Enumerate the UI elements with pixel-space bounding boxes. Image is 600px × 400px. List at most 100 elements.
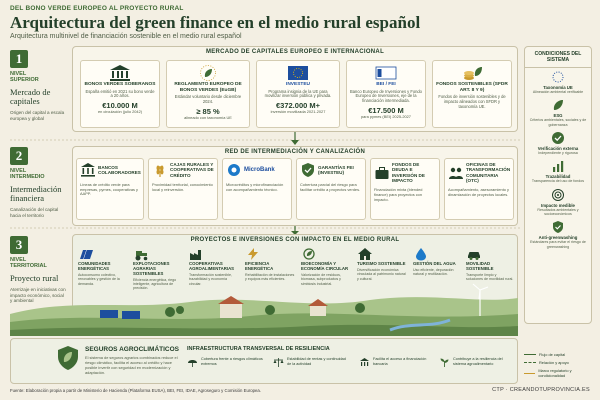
card-sub: en circulación (julio 2042) <box>97 109 143 115</box>
card-title: EFICIENCIA ENERGÉTICA <box>245 261 274 271</box>
card-sustainable-farms: EXPLOTACIONES AGRARIAS SOSTENIBLES Efici… <box>131 245 186 293</box>
lightning-icon <box>248 248 258 260</box>
card-impact-funds: FONDOS DE DEUDA E INVERSIÓN DE IMPACTO F… <box>370 158 440 220</box>
card-title: BEI / FEI <box>376 82 396 87</box>
eu-stars-icon <box>552 71 564 83</box>
target-icon <box>552 188 564 201</box>
condition-esg: ESG Criterios ambientales, sociales y de… <box>525 96 591 129</box>
card-desc: Transformación sostenible, trazabilidad … <box>189 272 233 286</box>
card-agrifood-coops: COOPERATIVAS AGROALIMENTARIAS Transforma… <box>187 245 242 288</box>
card-value: ≥ 85 % <box>196 106 220 116</box>
level-title: Intermediación financiera <box>10 183 62 203</box>
condition-traceability: Trazabilidad Transparencia del uso de fo… <box>525 157 591 185</box>
tractor-icon <box>135 251 148 261</box>
level-tag: NIVEL TERRITORIAL <box>10 257 47 270</box>
card-partner-banks: BANCOS COLABORADORES Líneas de crédito v… <box>76 158 144 220</box>
recycle-leaf-icon <box>303 248 315 260</box>
condition-desc: Estándares para evitar el riesgo de gree… <box>530 240 586 249</box>
card-energy-efficiency: EFICIENCIA ENERGÉTICA Rehabilitación de … <box>243 245 298 284</box>
card-title: COMUNIDADES ENERGÉTICAS <box>78 261 111 271</box>
card-desc: Uso eficiente, depuración natural y reut… <box>413 267 454 277</box>
card-sustainable-tourism: TURISMO SOSTENIBLE Diversificación econó… <box>355 245 410 283</box>
card-investeu: INVESTEU Programa insignia de la UE para… <box>256 60 340 128</box>
card-title: MOVILIDAD SOSTENIBLE <box>466 261 494 271</box>
card-title: GESTIÓN DEL AGUA <box>413 261 456 266</box>
credit: CTP · CREANDOTUPROVINCIA.ES <box>492 387 590 393</box>
shield-check-icon <box>553 221 563 234</box>
condition-label: Taxonomía UE <box>543 85 573 90</box>
coins-leaf-icon <box>464 67 482 80</box>
card-value: €10.000 M <box>102 101 138 111</box>
card-title: INVESTEU <box>286 82 310 87</box>
shield-icon <box>302 163 314 177</box>
flow-arrows-1 <box>291 132 299 145</box>
legend-swatch <box>524 362 536 363</box>
level-title: Proyecto rural <box>10 272 59 283</box>
leaf-stars-icon <box>200 65 216 81</box>
infra-item-2: Estabilidad de rentas y continuidad de l… <box>273 357 351 368</box>
condition-label: Anti-greenwashing <box>538 235 578 241</box>
legend-item-capital-flow: Flujo de capital <box>524 352 596 357</box>
card-desc: Programa insignia de la UE para moviliza… <box>264 88 332 99</box>
infra-text: Estabilidad de rentas y continuidad de l… <box>287 357 346 366</box>
intermediation-panel <box>72 146 518 226</box>
card-desc: Microcréditos y microfinanciación con ac… <box>226 182 284 192</box>
solar-panel-icon <box>80 249 93 260</box>
level-number: 2 <box>10 147 28 165</box>
card-value: €17.500 M <box>368 106 404 116</box>
legend-label: Marco regulatorio y condicionalidad <box>538 368 572 378</box>
car-icon <box>468 252 480 260</box>
condition-desc: Alineación ambiental verificable <box>532 90 584 94</box>
card-desc: Valorización de residuos, biomasa, subpr… <box>301 272 341 286</box>
flow-arrows-2 <box>291 226 299 235</box>
page-subtitle: Arquitectura multinivel de financiación … <box>10 33 242 40</box>
legend: Flujo de capital Relación y apoyo Marco … <box>524 352 596 381</box>
source-note: Fuente: Elaboración propia a partir de M… <box>10 388 262 393</box>
card-rural-banks: CAJAS RURALES Y COOPERATIVAS DE CRÉDITO … <box>148 158 218 220</box>
level-2: 2 NIVEL INTERMEDIO Intermediación financ… <box>10 147 66 219</box>
card-title: COOPERATIVAS AGROALIMENTARIAS <box>189 261 235 271</box>
insurance-desc: El sistema de seguros agrarios combinado… <box>85 355 178 375</box>
section-heading-capital: MERCADO DE CAPITALES EUROPEO E INTERNACI… <box>205 49 385 55</box>
card-desc: Estándar voluntario desde diciembre 2024… <box>174 94 242 104</box>
legend-label: Relación y apoyo <box>539 360 569 365</box>
bar-chart-icon <box>553 161 564 173</box>
card-title: BONOS VERDES SOBERANOS <box>84 82 156 87</box>
insurance-title: SEGUROS AGROCLIMÁTICOS <box>85 346 180 353</box>
card-desc: Cobertura parcial del riesgo para facili… <box>300 182 361 192</box>
card-bioeconomy: BIOECONOMÍA Y ECONOMÍA CIRCULAR Valoriza… <box>299 245 354 288</box>
rural-landscape-illustration <box>10 283 518 336</box>
card-desc: Financiación mixta (blended finance) par… <box>374 187 423 202</box>
card-water-management: GESTIÓN DEL AGUA Uso eficiente, depuraci… <box>411 245 463 279</box>
card-desc: Transporte limpio y soluciones de movili… <box>466 272 514 282</box>
card-fei-guarantees: GARANTÍAS FEI (INVESTEU) Cobertura parci… <box>296 158 366 220</box>
card-title: GARANTÍAS FEI (INVESTEU) <box>318 164 354 175</box>
card-title: MicroBank <box>244 166 275 173</box>
condition-desc: Criterios ambientales, sociales y de gob… <box>529 118 587 127</box>
level-tag: NIVEL INTERMEDIO <box>10 168 45 181</box>
people-icon <box>449 167 463 179</box>
card-title: EXPLOTACIONES AGRARIAS SOSTENIBLES <box>133 261 170 276</box>
card-title: BIOECONOMÍA Y ECONOMÍA CIRCULAR <box>301 261 349 271</box>
card-title: BANCOS COLABORADORES <box>98 164 141 175</box>
level-tag: NIVEL SUPERIOR <box>10 71 39 84</box>
level-title: Mercado de capitales <box>10 86 51 106</box>
condition-anti-greenwashing: Anti-greenwashing Estándares para evitar… <box>525 218 591 251</box>
card-sub: alineado con taxonomía UE <box>184 114 232 120</box>
briefcase-icon <box>375 166 389 179</box>
shield-leaf-icon <box>58 346 78 370</box>
factory-icon <box>190 250 201 260</box>
legend-label: Flujo de capital <box>539 352 566 357</box>
microbank-logo-icon <box>228 164 240 176</box>
card-energy-communities: COMUNIDADES ENERGÉTICAS Autoconsumo cole… <box>76 245 130 288</box>
house-icon <box>358 248 372 260</box>
condition-taxonomy: Taxonomía UE Alineación ambiental verifi… <box>525 68 591 96</box>
umbrella-icon <box>188 360 197 367</box>
condition-label: Impacto medible <box>541 202 575 208</box>
water-drop-icon <box>416 248 426 261</box>
kicker: DEL BONO VERDE EUROPEO AL PROYECTO RURAL <box>10 5 184 12</box>
legend-item-support: Relación y apoyo <box>524 360 596 365</box>
conditions-heading: CONDICIONES DEL SISTEMA <box>525 47 591 68</box>
card-sub: para pymes (BEI) 2025-2027 <box>361 114 411 120</box>
card-value: €372.000 M+ <box>276 101 320 111</box>
